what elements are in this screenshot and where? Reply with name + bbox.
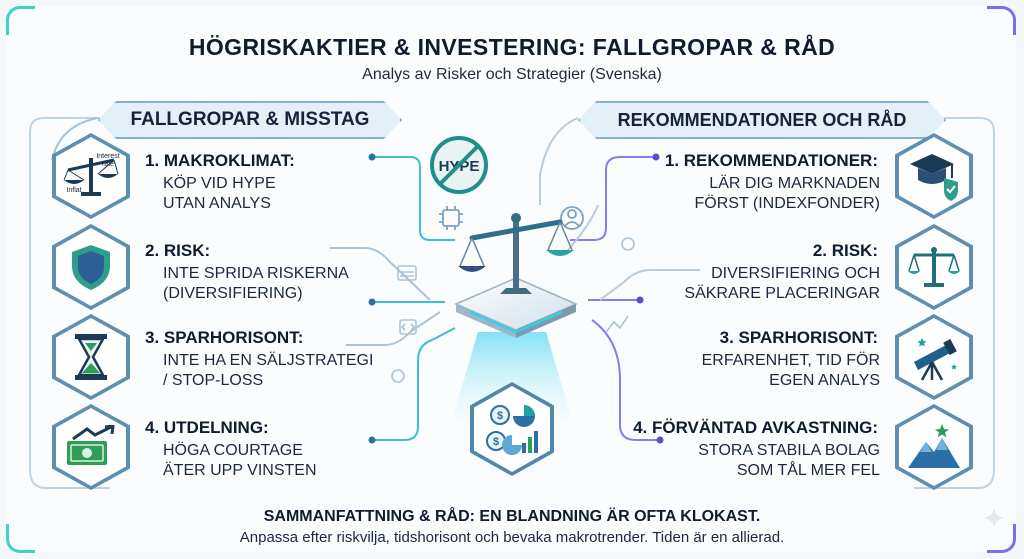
hourglass-icon bbox=[52, 314, 130, 400]
right-item-line: DIVERSIFIERING OCH bbox=[711, 265, 880, 282]
corner-accent bbox=[987, 524, 1016, 553]
left-item-line: INTE SPRIDA RISKERNA bbox=[163, 265, 349, 282]
right-item-line: SOM TÅL MER FEL bbox=[736, 462, 880, 479]
right-item-title: 2. RISK: bbox=[812, 241, 878, 260]
right-item-line: LÄR DIG MARKNADEN bbox=[709, 175, 880, 192]
left-item-title: 4. UTDELNING: bbox=[145, 418, 269, 437]
left-item-line: KÖP VID HYPE bbox=[163, 175, 276, 192]
left-panel-heading: FALLGROPAR & MISSTAG bbox=[98, 101, 402, 139]
svg-text:$: $ bbox=[493, 436, 499, 448]
right-item-line: EGEN ANALYS bbox=[769, 372, 880, 389]
left-item-line: ÄTER UPP VINSTEN bbox=[163, 462, 317, 479]
right-item-line: STORA STABILA BOLAG bbox=[698, 442, 880, 459]
left-item-title: 1. MAKROKLIMAT: bbox=[145, 151, 295, 170]
right-item-line: ERFARENHET, TID FÖR bbox=[701, 352, 880, 369]
svg-text:$: $ bbox=[497, 410, 503, 422]
page-title: HÖGRISKAKTIER & INVESTERING: FALLGROPAR … bbox=[188, 34, 836, 60]
left-item-line: INTE HA EN SÄLJSTRATEGI bbox=[163, 352, 374, 369]
left-item-line: HÖGA COURTAGE bbox=[163, 442, 303, 459]
summary-text: Anpassa efter riskvilja, tidshorisont oc… bbox=[239, 529, 785, 546]
right-item-title: 4. FÖRVÄNTAD AVKASTNING: bbox=[633, 418, 878, 437]
interest-label: Interest bbox=[96, 153, 119, 160]
left-item-line: / STOP-LOSS bbox=[163, 372, 264, 389]
corner-accent bbox=[6, 6, 35, 35]
right-item-title: 3. SPARHORISONT: bbox=[719, 328, 878, 347]
page-subtitle: Analys av Risker och Strategier (Svenska… bbox=[362, 66, 662, 83]
corner-accent bbox=[6, 524, 35, 553]
inflat-label: Inflat bbox=[66, 187, 81, 194]
central-scale-platform-icon bbox=[446, 204, 586, 344]
left-item-line: UTAN ANALYS bbox=[163, 195, 271, 212]
left-item-line: (DIVERSIFIERING) bbox=[163, 285, 303, 302]
right-item-line: SÄKRARE PLACERINGAR bbox=[684, 285, 880, 302]
left-item-title: 3. SPARHORISONT: bbox=[145, 328, 304, 347]
corner-accent bbox=[987, 6, 1016, 35]
sparkle-icon bbox=[982, 506, 1006, 530]
mountain-star-icon bbox=[895, 404, 973, 490]
summary-title: SAMMANFATTNING & RÅD: EN BLANDNING ÄR OF… bbox=[263, 508, 761, 525]
money-growth-icon bbox=[52, 404, 130, 490]
left-item-title: 2. RISK: bbox=[145, 241, 211, 260]
rate-label: rate bbox=[102, 161, 114, 168]
right-item-line: FÖRST (INDEXFONDER) bbox=[694, 195, 880, 212]
telescope-icon bbox=[895, 314, 973, 400]
right-item-title: 1. REKOMMENDATIONER: bbox=[664, 151, 878, 170]
right-panel-heading: REKOMMENDATIONER OCH RÅD bbox=[578, 101, 946, 139]
no-hype-icon: HYPE bbox=[428, 134, 490, 196]
